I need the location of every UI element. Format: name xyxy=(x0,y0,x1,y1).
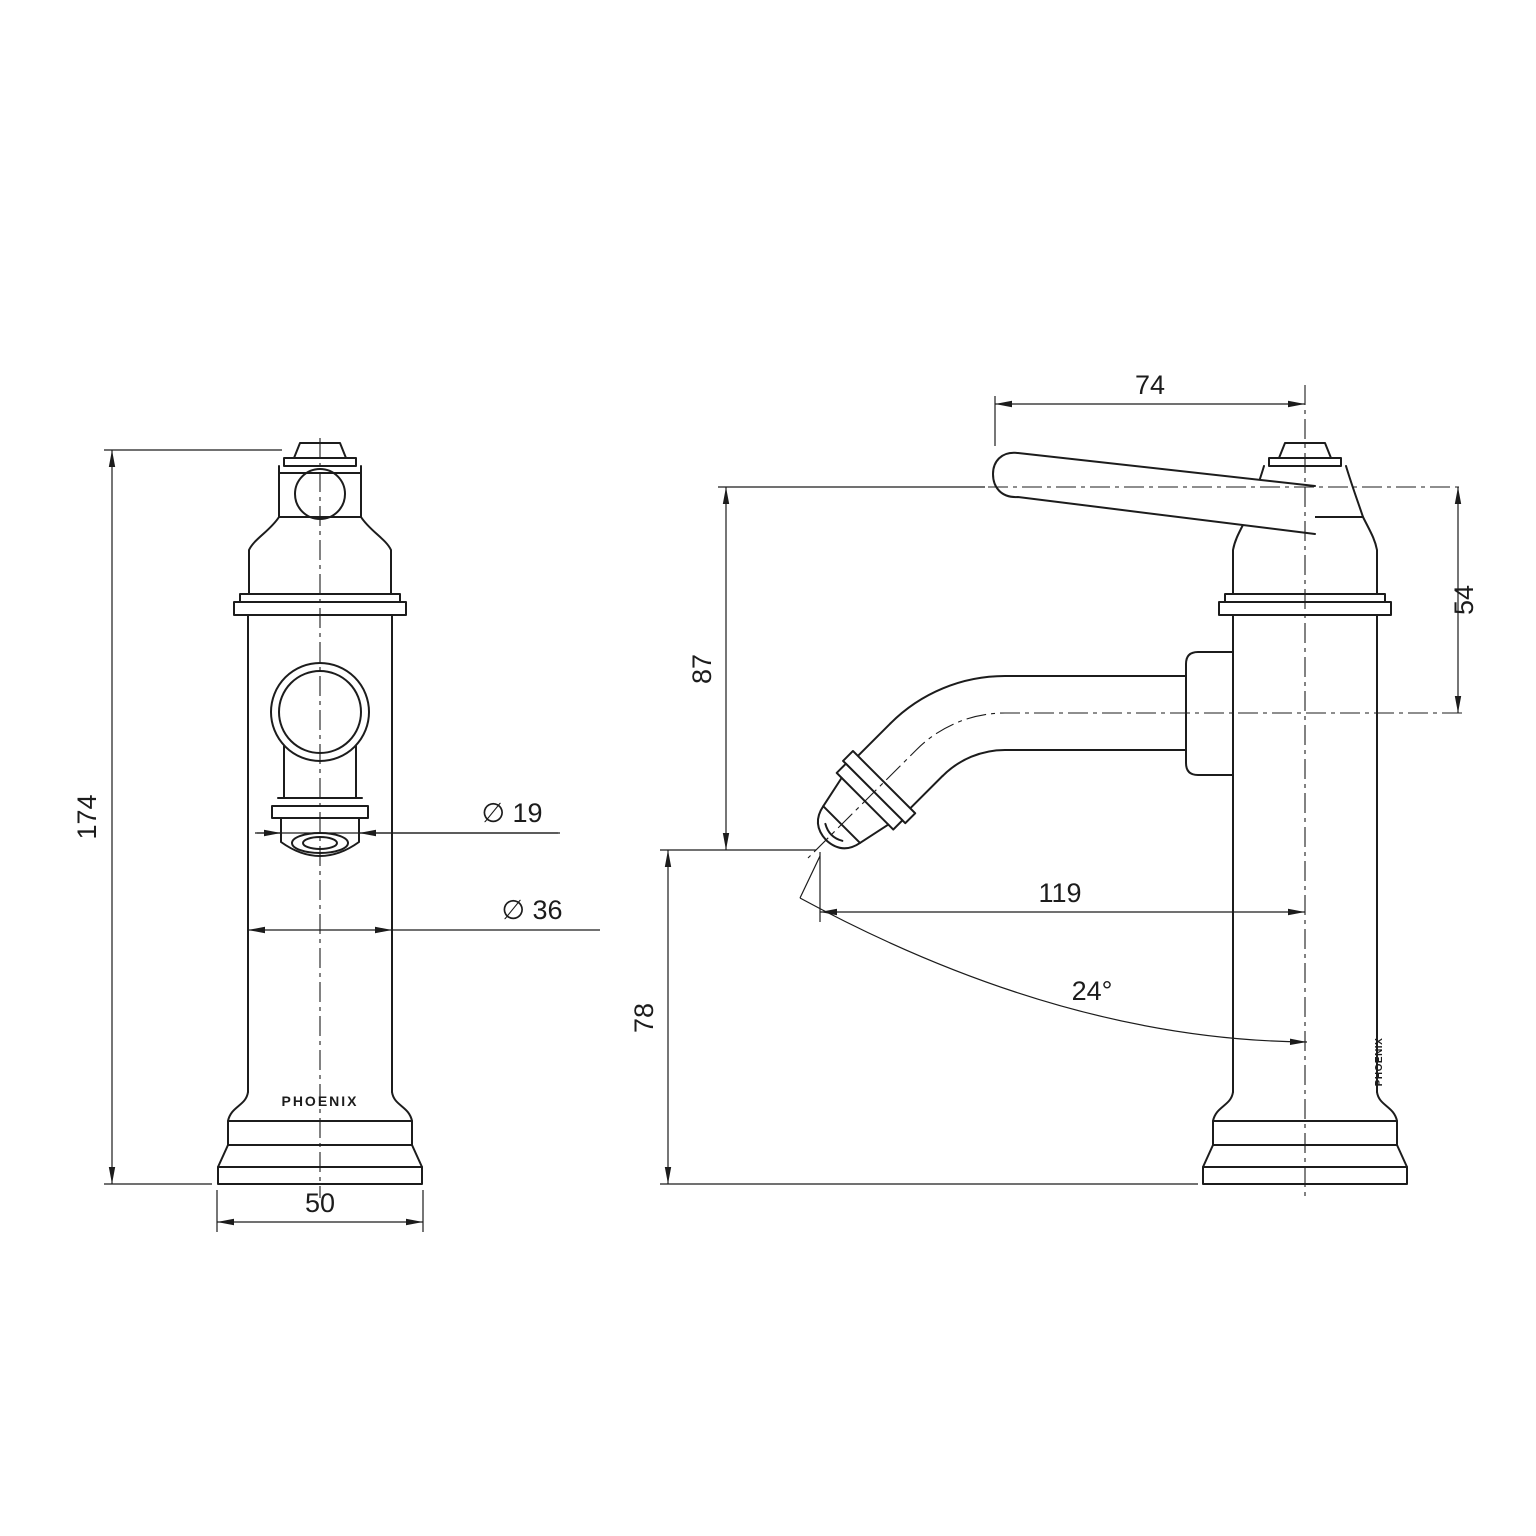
dim-19-label: ∅ 19 xyxy=(481,798,542,828)
front-body xyxy=(247,614,393,1093)
brand-logo-front: PHOENIX xyxy=(281,1093,358,1109)
side-base-skirt xyxy=(1202,1144,1408,1168)
front-handle-housing xyxy=(278,465,362,518)
dim-body-diameter: ∅ 36 xyxy=(248,895,600,934)
side-lever-fill xyxy=(993,452,1315,534)
side-aerator-outlet-rim xyxy=(824,822,844,842)
dim-swivel-angle: 24° xyxy=(799,855,1308,1046)
front-base-plinth xyxy=(217,1166,423,1185)
dim-87-label: 87 xyxy=(687,654,717,684)
dim-24-arc xyxy=(799,897,1308,1046)
dim-overall-height: 174 xyxy=(72,449,282,1185)
dim-24-leader xyxy=(799,855,821,899)
dim-24-label: 24° xyxy=(1072,976,1113,1006)
front-cap-flange xyxy=(283,457,357,467)
dim-handle-reach: 74 xyxy=(994,370,1305,446)
dim-spout-height: 87 xyxy=(660,486,985,851)
dim-74-label: 74 xyxy=(1135,370,1165,400)
dim-78-label: 78 xyxy=(629,1003,659,1033)
side-cap-flange xyxy=(1268,457,1342,467)
dim-outlet-height: 78 xyxy=(629,850,1198,1185)
side-dimensions: 74 54 87 78 119 xyxy=(629,370,1479,1185)
dim-handle-to-spout: 54 xyxy=(1449,487,1479,713)
side-spout-tube xyxy=(1004,675,1187,751)
dim-54-label: 54 xyxy=(1449,585,1479,615)
front-collar-rings xyxy=(233,593,407,616)
side-view: PHOENIX 74 54 87 78 xyxy=(629,370,1479,1198)
brand-logo-side: PHOENIX xyxy=(1374,1038,1385,1087)
front-base-flare xyxy=(227,1091,413,1122)
side-lever-handle xyxy=(991,451,1316,535)
side-spout-centerline xyxy=(807,712,1462,859)
dim-119-label: 119 xyxy=(1038,878,1081,908)
dim-aerator-diameter: ∅ 19 xyxy=(255,798,560,837)
front-base-skirt xyxy=(217,1144,423,1168)
side-aerator-cup xyxy=(822,776,890,844)
dim-base-width: 50 xyxy=(216,1188,424,1232)
side-spout-bend-outer xyxy=(889,674,1006,725)
front-dimensions: 174 50 ∅ 19 ∅ 36 xyxy=(72,449,600,1232)
side-base-flare xyxy=(1212,1091,1398,1122)
dim-spout-reach: 119 xyxy=(819,852,1305,922)
dim-174-label: 174 xyxy=(72,794,102,839)
side-body xyxy=(1232,614,1378,1093)
side-faucet-outline: PHOENIX xyxy=(816,442,1408,1185)
dim-50-label: 50 xyxy=(305,1188,335,1218)
side-base-plinth xyxy=(1202,1166,1408,1185)
front-spout-ring-band xyxy=(271,805,369,819)
front-spout-tube xyxy=(283,745,357,799)
side-collar-rings xyxy=(1218,593,1392,616)
dim-36-label: ∅ 36 xyxy=(501,895,562,925)
front-faucet-outline: PHOENIX xyxy=(217,442,423,1185)
side-aerator-neck xyxy=(856,722,944,810)
front-view: PHOENIX 174 50 ∅ 19 xyxy=(72,438,600,1232)
side-spout-bend-inner xyxy=(941,749,1006,777)
front-bell xyxy=(248,516,392,595)
